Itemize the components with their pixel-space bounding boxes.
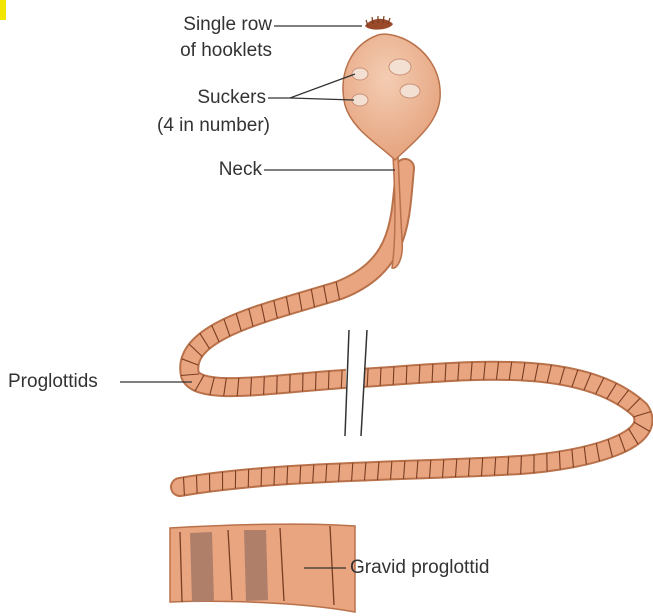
proglottid-segment-line <box>197 475 198 493</box>
label-suckers-line2: (4 in number) <box>157 115 270 137</box>
label-gravid-proglottid: Gravid proglottid <box>350 557 489 579</box>
proglottid-segment-line <box>406 366 407 384</box>
scolex <box>343 16 440 160</box>
gravid-uterus-band <box>244 530 268 601</box>
proglottid-segment-line <box>521 456 522 474</box>
sucker <box>352 94 368 106</box>
proglottid-segment-line <box>328 371 329 389</box>
label-suckers-line1: Suckers <box>197 87 266 109</box>
proglottid-segment-line <box>261 468 262 486</box>
strobila <box>180 168 651 495</box>
label-hooklets-line1: Single row <box>183 14 272 36</box>
proglottid-segment-line <box>277 376 278 394</box>
label-neck: Neck <box>219 159 262 181</box>
leader-suckers <box>268 74 355 98</box>
strobila-outline <box>180 168 643 487</box>
gravid-uterus-band <box>190 532 214 602</box>
label-proglottids: Proglottids <box>8 371 98 393</box>
proglottid-segment-line <box>393 367 394 385</box>
proglottid-segment-line <box>274 467 275 485</box>
proglottid-segment-line <box>264 377 265 395</box>
sucker <box>400 84 420 98</box>
label-hooklets-line2: of hooklets <box>180 40 272 62</box>
proglottid-segment-line <box>316 372 317 390</box>
break-mark <box>345 330 367 436</box>
sucker <box>389 59 411 75</box>
